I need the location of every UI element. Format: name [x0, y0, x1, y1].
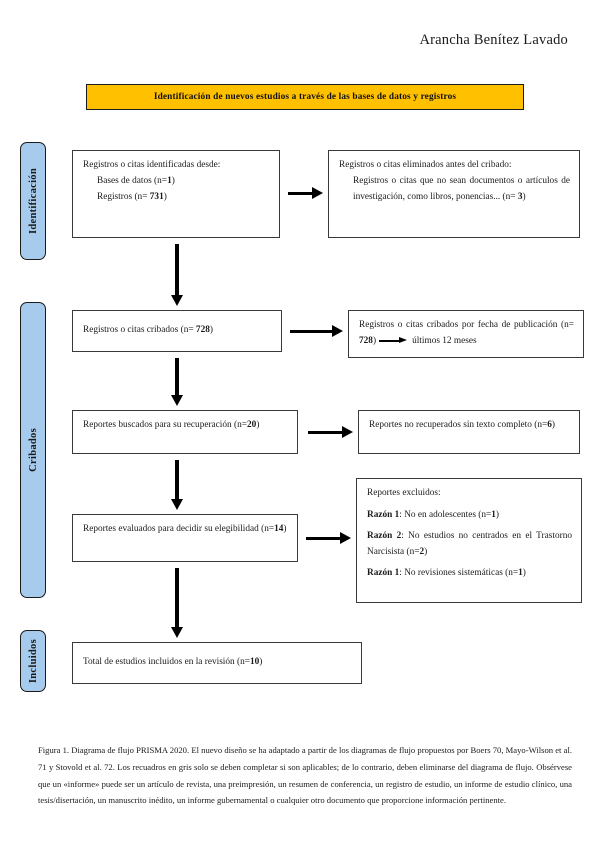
box-reports-sought-for-retrieval: Reportes buscados para su recuperación (… [72, 410, 298, 454]
stage-label-identificacion: Identificación [20, 142, 46, 260]
box-records-identified: Registros o citas identificadas desde: B… [72, 150, 280, 238]
arrow-screened-to-sought-icon [170, 358, 183, 406]
figure-caption: Figura 1. Diagrama de flujo PRISMA 2020.… [38, 745, 572, 806]
document-header-author: Arancha Benítez Lavado [419, 32, 568, 48]
records-removed-line1: Registros o citas eliminados antes del c… [339, 160, 512, 170]
stage-label-identificacion-text: Identificación [27, 167, 39, 235]
reports-excluded-reason-1: Razón 1: No en adolescentes (n=1) [367, 509, 500, 520]
reports-sought-count: 20 [247, 420, 257, 430]
reports-excluded-reason-3: Razón 1: No revisiones sistemáticas (n=1… [367, 567, 526, 578]
arrow-identified-to-removed-icon [288, 187, 324, 199]
arrow-assessed-to-excluded-icon [306, 532, 352, 544]
reason-1-count: 1 [491, 509, 496, 520]
reason-2-count: 2 [419, 546, 425, 557]
reports-not-retrieved-text: Reportes no recuperados sin texto comple… [369, 420, 555, 430]
identification-banner: Identificación de nuevos estudios a trav… [86, 84, 524, 110]
stage-label-incluidos: Incluidos [20, 630, 46, 692]
arrow-sought-to-assessed-icon [170, 460, 183, 510]
records-screened-by-date-count: 728 [359, 335, 373, 346]
inline-right-arrow-icon [379, 337, 409, 345]
reports-excluded-lead: Reportes excluidos: [367, 488, 441, 498]
studies-included-count: 10 [250, 657, 260, 667]
arrow-assessed-to-included-icon [170, 568, 183, 638]
reports-assessed-text: Reportes evaluados para decidir su elegi… [83, 524, 287, 534]
reason-2-label: Razón 2 [367, 530, 402, 541]
arrow-sought-to-not-retrieved-icon [308, 426, 354, 438]
stage-label-cribados: Cribados [20, 302, 46, 598]
records-removed-detail: Registros o citas que no sean documentos… [353, 175, 570, 202]
reports-excluded-reason-2: Razón 2: No estudios no centrados en el … [367, 530, 572, 557]
reports-not-retrieved-count: 6 [547, 420, 552, 430]
records-identified-registers: Registros (n= 731) [97, 191, 167, 202]
box-records-removed-before-screening: Registros o citas eliminados antes del c… [328, 150, 580, 238]
records-screened-text: Registros o citas cribados (n= 728) [83, 325, 213, 335]
reason-3-count: 1 [518, 567, 523, 578]
records-identified-databases: Bases de datos (n=1) [97, 175, 175, 186]
arrow-screened-to-screened-by-date-icon [290, 325, 344, 337]
reports-assessed-count: 14 [274, 524, 284, 534]
box-studies-included: Total de estudios incluidos en la revisi… [72, 642, 362, 684]
box-records-screened: Registros o citas cribados (n= 728) [72, 310, 282, 352]
identification-banner-label: Identificación de nuevos estudios a trav… [153, 92, 457, 102]
records-screened-by-date-text: Registros o citas cribados por fecha de … [359, 320, 574, 346]
records-identified-line1: Registros o citas identificadas desde: [83, 160, 221, 170]
box-reports-excluded: Reportes excluidos: Razón 1: No en adole… [356, 478, 582, 603]
records-identified-databases-count: 1 [167, 175, 172, 186]
box-reports-assessed-for-eligibility: Reportes evaluados para decidir su elegi… [72, 514, 298, 562]
box-reports-not-retrieved: Reportes no recuperados sin texto comple… [358, 410, 580, 454]
reason-3-label: Razón 1 [367, 567, 400, 578]
records-identified-registers-count: 731 [149, 191, 164, 202]
box-records-screened-by-date: Registros o citas cribados por fecha de … [348, 310, 584, 358]
arrow-identified-to-screened-icon [170, 244, 183, 306]
studies-included-text: Total de estudios incluidos en la revisi… [83, 657, 263, 667]
records-screened-by-date-suffix: últimos 12 meses [412, 335, 477, 346]
stage-label-incluidos-text: Incluidos [27, 638, 39, 684]
records-removed-count: 3 [517, 191, 523, 202]
records-screened-count: 728 [195, 325, 210, 335]
reason-1-label: Razón 1 [367, 509, 400, 520]
reports-sought-text: Reportes buscados para su recuperación (… [83, 420, 260, 430]
stage-label-cribados-text: Cribados [27, 428, 39, 472]
